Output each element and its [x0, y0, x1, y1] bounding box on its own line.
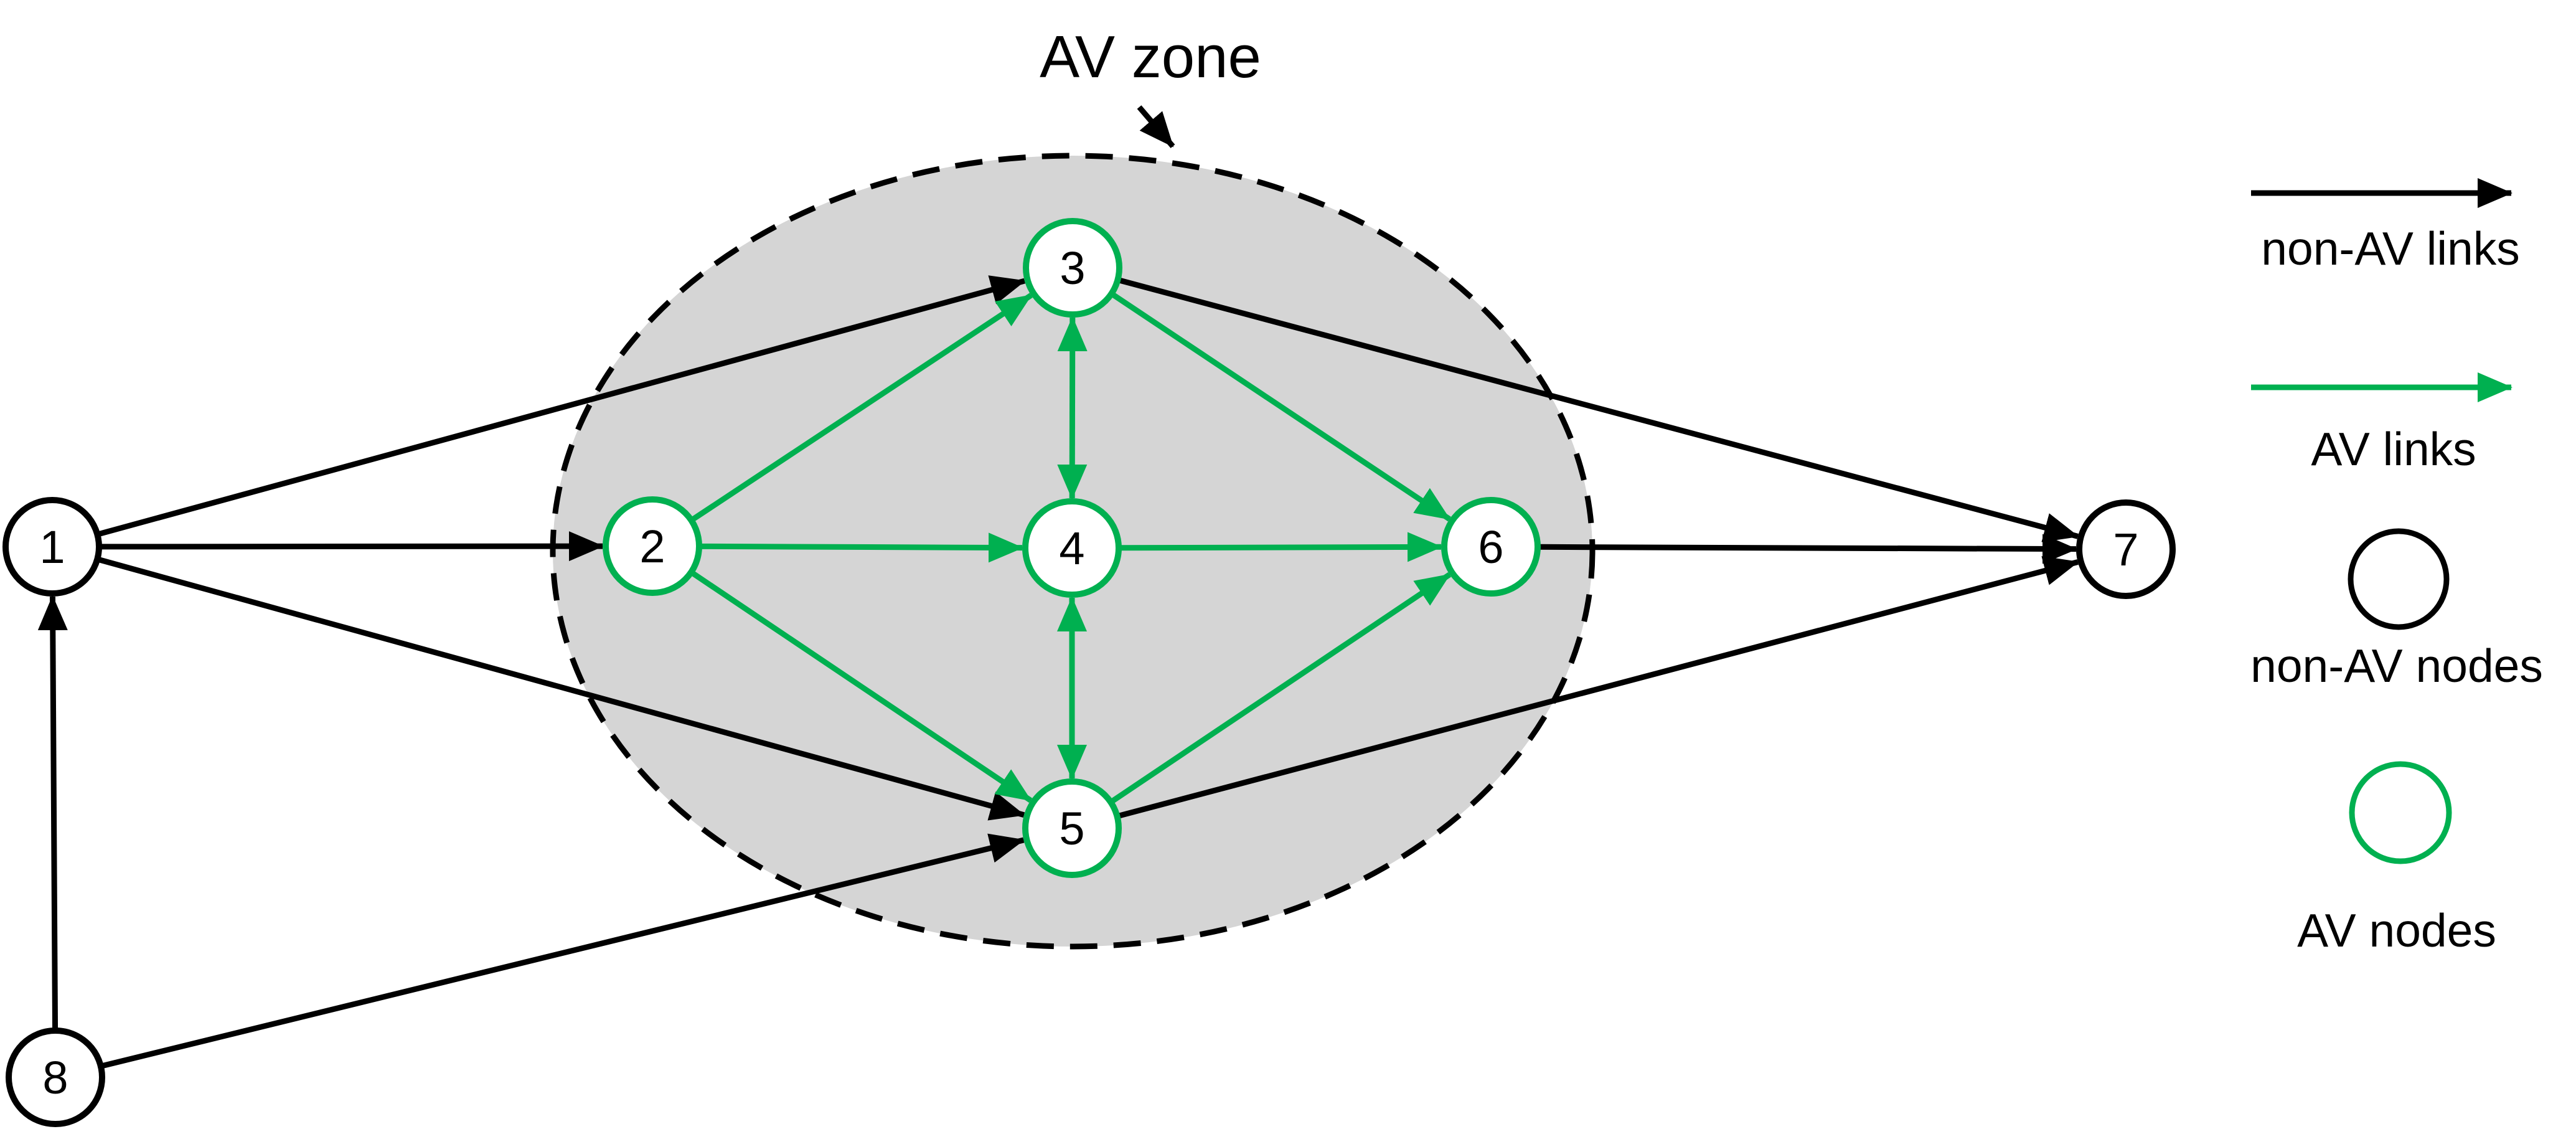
legend-item-av-nodes: AV nodes — [2297, 761, 2496, 957]
node-6-label: 6 — [1478, 521, 1503, 573]
link-2-4-av — [700, 532, 1024, 563]
link-1-2-non-av — [100, 531, 604, 562]
node-7-label: 7 — [2113, 524, 2138, 575]
link-8-5-non-av — [101, 833, 1025, 1069]
link-1-3-non-av — [98, 275, 1026, 537]
link-8-1-non-av — [37, 595, 68, 1029]
node-5: 5 — [1022, 778, 1122, 878]
link-2-5-av — [691, 570, 1033, 803]
node-2-circle — [603, 496, 702, 596]
node-4-label: 4 — [1059, 522, 1084, 574]
node-8: 8 — [6, 1027, 105, 1127]
legend-av-links-label: AV links — [2311, 423, 2476, 475]
node-7-circle — [2076, 499, 2176, 599]
node-5-label: 5 — [1059, 803, 1084, 854]
node-5-circle — [1022, 778, 1122, 878]
legend-non-av-nodes-label: non-AV nodes — [2250, 640, 2543, 692]
link-6-7-non-av — [1539, 534, 2078, 564]
node-1-label: 1 — [39, 521, 65, 573]
link-3-4-av — [1057, 316, 1088, 500]
link-5-7-non-av — [1118, 556, 2079, 819]
legend-non-av-links-label: non-AV links — [2261, 222, 2519, 275]
legend-av-nodes-circle-icon — [2349, 761, 2452, 864]
node-8-circle — [6, 1027, 105, 1127]
legend-non-av-nodes-circle-icon — [2348, 528, 2450, 630]
node-7: 7 — [2076, 499, 2176, 599]
node-4: 4 — [1022, 498, 1122, 598]
node-8-label: 8 — [42, 1052, 68, 1103]
link-5-6-av — [1111, 572, 1452, 804]
link-2-3-av — [691, 293, 1033, 522]
node-6: 6 — [1441, 497, 1541, 597]
node-6-circle — [1441, 497, 1541, 597]
node-2: 2 — [603, 496, 702, 596]
legend-item-non-av-links: non-AV links — [2251, 178, 2520, 275]
node-1-circle — [2, 497, 102, 597]
link-3-6-av — [1111, 292, 1451, 522]
node-2-label: 2 — [639, 521, 665, 572]
node-4-circle — [1022, 498, 1122, 598]
link-4-6-av — [1120, 532, 1443, 562]
node-3-label: 3 — [1060, 242, 1085, 294]
node-1: 1 — [2, 497, 102, 597]
link-1-5-non-av — [98, 557, 1025, 821]
node-3-circle — [1023, 218, 1122, 318]
node-3: 3 — [1023, 218, 1122, 318]
legend-item-non-av-nodes: non-AV nodes — [2250, 528, 2543, 692]
av-zone-pointer-arrow — [1137, 105, 1175, 148]
legend-item-av-links: AV links — [2251, 372, 2513, 475]
link-3-7-non-av — [1119, 277, 2079, 542]
legend-av-nodes-label: AV nodes — [2297, 904, 2496, 957]
av-zone-label: AV zone — [1040, 24, 1261, 90]
